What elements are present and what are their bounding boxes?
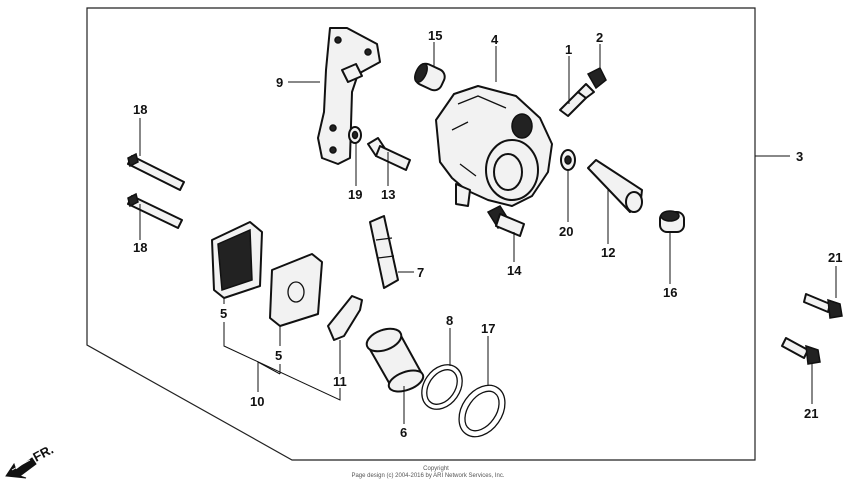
- callout-16: 16: [663, 285, 677, 300]
- copyright-line-2: Page design (c) 2004-2016 by ARI Network…: [351, 473, 504, 479]
- part-6-piston[interactable]: [364, 324, 426, 395]
- callout-18-lower: 18: [133, 240, 147, 255]
- part-12-sleeve-pin[interactable]: [587, 159, 643, 213]
- part-17-dust-seal[interactable]: [450, 377, 515, 446]
- callout-20: 20: [559, 224, 573, 239]
- callout-5-inner: 5: [275, 348, 282, 363]
- callout-18-upper: 18: [133, 102, 147, 117]
- callout-6: 6: [400, 425, 407, 440]
- callout-12: 12: [601, 245, 615, 260]
- callout-15: 15: [428, 28, 442, 43]
- assembly-frame: [86, 7, 756, 461]
- part-8-piston-seal[interactable]: [413, 357, 470, 417]
- callout-21-lower: 21: [804, 406, 818, 421]
- part-2-bleeder-cap[interactable]: [586, 66, 607, 90]
- part-4-caliper-body[interactable]: [435, 85, 553, 207]
- part-20-washer-hole: [564, 155, 572, 165]
- part-5-brake-pad-inner[interactable]: [269, 253, 323, 327]
- part-1-bleeder-screw[interactable]: [559, 83, 595, 117]
- part-13-bolt[interactable]: [367, 137, 411, 171]
- front-direction-arrow-icon: [5, 457, 37, 479]
- callout-10: 10: [250, 394, 264, 409]
- part-15-boot[interactable]: [412, 61, 447, 93]
- part-9-caliper-bracket[interactable]: [317, 27, 381, 165]
- callout-19: 19: [348, 187, 362, 202]
- part-5-brake-pad-outer[interactable]: [211, 221, 263, 299]
- callout-3: 3: [796, 149, 803, 164]
- callout-9: 9: [276, 75, 283, 90]
- part-19-washer-hole: [351, 130, 359, 140]
- part-18-pad-pin-lower[interactable]: [127, 192, 183, 229]
- callout-14: 14: [507, 263, 522, 278]
- callout-17: 17: [481, 321, 495, 336]
- callout-11: 11: [333, 374, 347, 389]
- leader-lines: [139, 42, 837, 424]
- callout-2: 2: [596, 30, 603, 45]
- part-11-pad-retainer[interactable]: [327, 295, 363, 341]
- part-21-mounting-bolt-upper[interactable]: [803, 293, 843, 319]
- callout-7: 7: [417, 265, 424, 280]
- callout-21-upper: 21: [828, 250, 842, 265]
- part-14-bolt[interactable]: [486, 205, 525, 237]
- copyright-line-1: Copyright: [423, 466, 449, 472]
- part-21-mounting-bolt-lower[interactable]: [781, 337, 821, 365]
- callout-1: 1: [565, 42, 572, 57]
- part-7-pad-spring[interactable]: [369, 215, 399, 289]
- part-18-pad-pin-upper[interactable]: [127, 152, 185, 191]
- callout-13: 13: [381, 187, 395, 202]
- callout-4: 4: [491, 32, 499, 47]
- callout-8: 8: [446, 313, 453, 328]
- callout-5-outer: 5: [220, 306, 227, 321]
- part-16-boot[interactable]: [659, 210, 685, 233]
